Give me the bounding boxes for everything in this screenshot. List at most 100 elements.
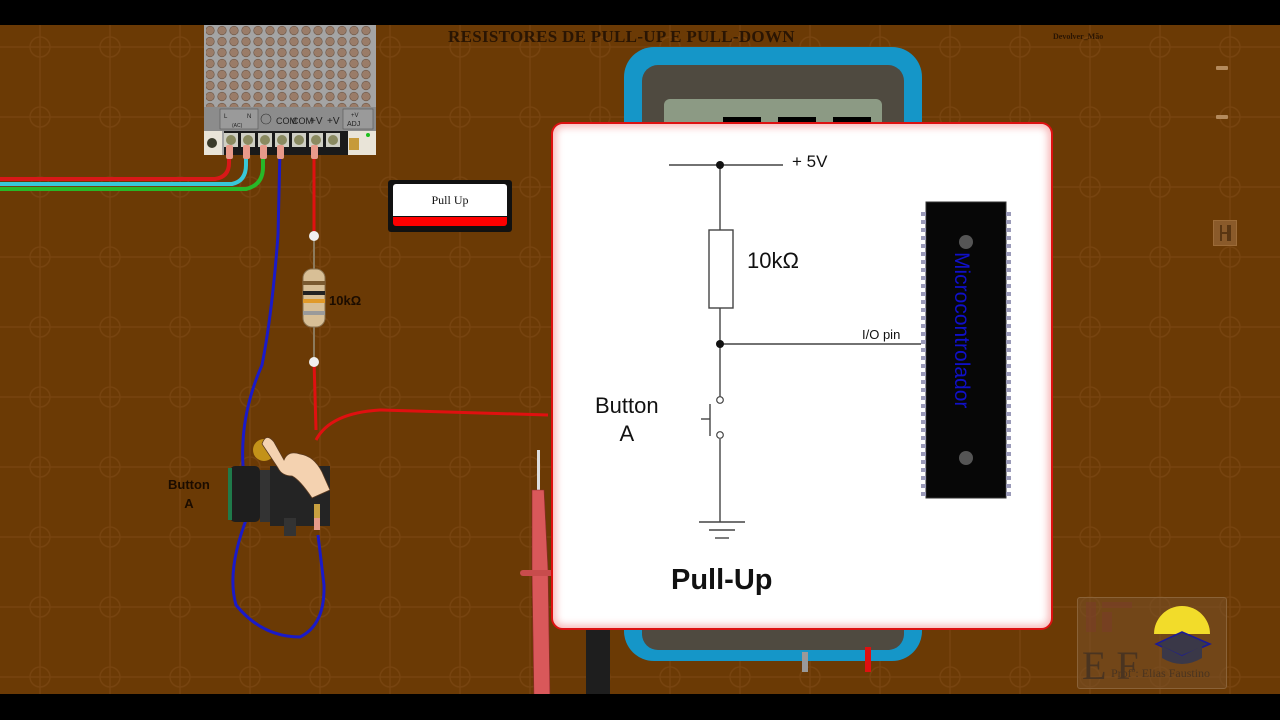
chip-pin bbox=[1006, 372, 1011, 376]
chip-pin bbox=[921, 396, 926, 400]
chip-pin bbox=[921, 452, 926, 456]
chip-pin bbox=[921, 476, 926, 480]
chip-pin bbox=[921, 268, 926, 272]
chip-pin bbox=[921, 484, 926, 488]
wire-signal-red bbox=[314, 408, 549, 441]
wire-ac-cyan bbox=[0, 150, 248, 186]
chip-pin bbox=[1006, 348, 1011, 352]
chip-pin bbox=[921, 220, 926, 224]
chip-pin bbox=[921, 444, 926, 448]
chip-pin bbox=[921, 300, 926, 304]
schematic-resistor-label: 10kΩ bbox=[747, 248, 799, 273]
logo-author: Profº: Elias Faustino bbox=[1111, 666, 1211, 680]
letterbox-top bbox=[0, 0, 1280, 25]
schematic-panel: + 5V 10kΩ I/O pin Button A Microcontrola… bbox=[551, 122, 1053, 630]
wire-ac-green bbox=[0, 150, 265, 191]
chip-pin bbox=[921, 332, 926, 336]
page-title: RESISTORES DE PULL-UP E PULL-DOWN bbox=[448, 27, 795, 46]
chip-pin bbox=[1006, 396, 1011, 400]
chip-pin bbox=[921, 460, 926, 464]
svg-text:COM: COM bbox=[276, 116, 297, 126]
svg-text:N: N bbox=[247, 114, 251, 120]
chip-pin bbox=[1006, 420, 1011, 424]
chip-pin bbox=[1006, 316, 1011, 320]
chip-pin bbox=[921, 244, 926, 248]
chip-pin bbox=[1006, 340, 1011, 344]
chip-pin bbox=[1006, 308, 1011, 312]
microcontroller-chip bbox=[921, 201, 1011, 499]
chip-pin bbox=[1006, 212, 1011, 216]
microcontroller-label: Microcontrolador bbox=[950, 252, 973, 409]
chip-pin bbox=[1006, 324, 1011, 328]
chip-pin bbox=[921, 308, 926, 312]
chip-pin bbox=[1006, 404, 1011, 408]
chip-pin bbox=[1006, 228, 1011, 232]
chip-pin bbox=[1006, 284, 1011, 288]
chip-pin bbox=[921, 436, 926, 440]
chip-pin bbox=[1006, 460, 1011, 464]
chip-pin bbox=[1006, 220, 1011, 224]
chip-pin bbox=[921, 348, 926, 352]
return-hand-button[interactable]: Devolver_Mão bbox=[1053, 32, 1104, 41]
chip-pin bbox=[1006, 452, 1011, 456]
chip-pin bbox=[921, 404, 926, 408]
chip-pin bbox=[921, 364, 926, 368]
resistor-node-bottom bbox=[309, 357, 319, 367]
side-control-1[interactable] bbox=[1216, 66, 1228, 70]
chip-pin bbox=[1006, 300, 1011, 304]
resistor-10k[interactable] bbox=[300, 265, 328, 331]
wire-ac-red bbox=[0, 150, 231, 181]
svg-text:COM: COM bbox=[292, 116, 313, 126]
hand-tool-icon[interactable] bbox=[1213, 220, 1237, 246]
svg-text:(AC): (AC) bbox=[232, 123, 243, 129]
chip-pin bbox=[921, 428, 926, 432]
simulation-canvas: RESISTORES DE PULL-UP E PULL-DOWN Devolv… bbox=[0, 25, 1280, 694]
chip-pin bbox=[921, 372, 926, 376]
chip-pin bbox=[1006, 468, 1011, 472]
pull-up-mode-button[interactable]: Pull Up bbox=[388, 180, 512, 232]
chip-pin bbox=[1006, 268, 1011, 272]
chip-pin bbox=[1006, 364, 1011, 368]
chip-pin bbox=[1006, 476, 1011, 480]
chip-pin bbox=[1006, 252, 1011, 256]
supply-label: + 5V bbox=[792, 152, 828, 171]
chip-pin bbox=[1006, 492, 1011, 496]
chip-pin bbox=[921, 316, 926, 320]
author-logo: E F Profº: Elias Faustino bbox=[1077, 597, 1227, 689]
breadboard-button-label: Button A bbox=[168, 477, 210, 511]
chip-pin bbox=[921, 236, 926, 240]
pull-up-indicator bbox=[393, 217, 507, 226]
logo-initials: E F bbox=[1082, 643, 1139, 688]
multimeter-probes[interactable] bbox=[518, 450, 618, 694]
svg-text:+V: +V bbox=[310, 116, 323, 127]
wire-resistor-red bbox=[312, 359, 318, 431]
chip-pin bbox=[921, 260, 926, 264]
wire-com-blue bbox=[231, 149, 326, 639]
side-control-2[interactable] bbox=[1216, 115, 1228, 119]
svg-text:+V: +V bbox=[351, 113, 359, 119]
pull-up-button-label: Pull Up bbox=[393, 184, 507, 216]
chip-pin bbox=[1006, 260, 1011, 264]
svg-text:L: L bbox=[224, 114, 228, 120]
chip-pin bbox=[921, 492, 926, 496]
graduation-cap-icon bbox=[1086, 602, 1212, 664]
chip-pin bbox=[1006, 276, 1011, 280]
chip-pin bbox=[1006, 412, 1011, 416]
letterbox-bottom bbox=[0, 694, 1280, 720]
resistor-node-top bbox=[309, 231, 319, 241]
chip-pin bbox=[1006, 388, 1011, 392]
pull-up-schematic bbox=[669, 161, 1011, 539]
chip-pin bbox=[921, 468, 926, 472]
push-button-a[interactable] bbox=[222, 420, 337, 550]
chip-pin bbox=[921, 412, 926, 416]
chip-pin bbox=[921, 340, 926, 344]
chip-pin bbox=[1006, 484, 1011, 488]
chip-pin bbox=[1006, 236, 1011, 240]
schematic-caption: Pull-Up bbox=[671, 564, 773, 596]
chip-pin bbox=[921, 212, 926, 216]
chip-pin bbox=[921, 292, 926, 296]
svg-text:+V: +V bbox=[327, 116, 340, 127]
chip-pin bbox=[921, 324, 926, 328]
chip-pin bbox=[921, 252, 926, 256]
chip-pin bbox=[1006, 380, 1011, 384]
